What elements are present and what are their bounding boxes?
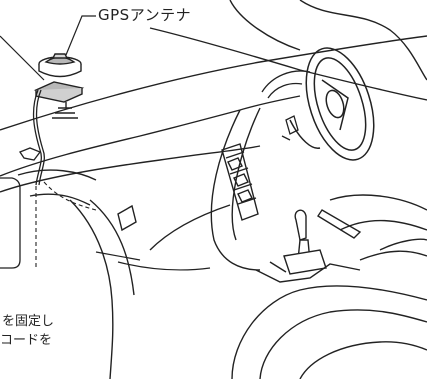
- instruction-note-line-2: コードを: [0, 333, 53, 348]
- windshield-outline: [0, 0, 427, 131]
- console-and-seats: [231, 194, 427, 379]
- gps-antenna-icon: [33, 53, 85, 119]
- floor-lines: [95, 251, 211, 271]
- dashboard-outline: [0, 95, 301, 379]
- door-panel: [0, 177, 21, 269]
- instrument-cluster: [261, 70, 311, 141]
- gps-antenna-label: GPSアンテナ: [98, 6, 192, 24]
- antenna-cable: [19, 89, 45, 186]
- instruction-note-line-1: を固定し: [2, 314, 55, 329]
- gear-shifter: [283, 209, 362, 275]
- antenna-leader-line: [0, 15, 96, 81]
- cable-route-dashed: [35, 181, 97, 270]
- steering-wheel: [289, 47, 375, 161]
